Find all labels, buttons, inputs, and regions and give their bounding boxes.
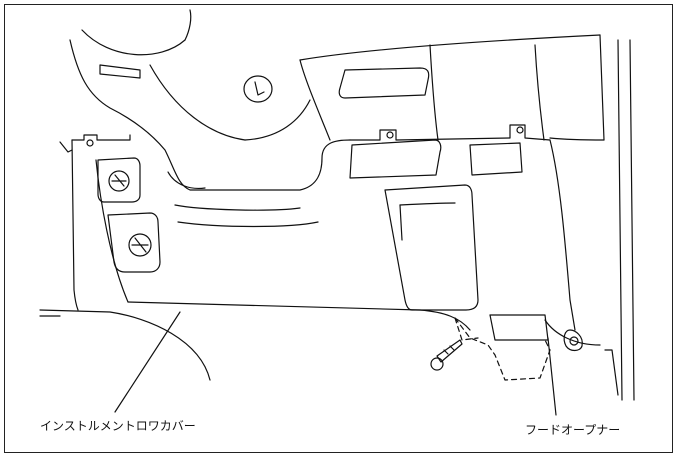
upper-dashboard (299, 34, 605, 141)
instrument-lower-cover (59, 124, 601, 346)
screw-fastener (430, 339, 463, 371)
fuse-box-lid (349, 139, 523, 311)
leader-line-instrument-cover (114, 311, 181, 413)
floor-outline (39, 309, 211, 381)
hood-opener-lever (454, 314, 583, 381)
leader-lines (114, 311, 557, 416)
ignition-switch-emblem (243, 75, 273, 103)
diagram-border (4, 4, 673, 453)
left-switch-panels (97, 157, 161, 273)
instrument-lower-cover-label: インストルメントロワカバー (40, 419, 196, 433)
hood-opener-label: フードオープナー (525, 423, 621, 437)
steering-column (69, 9, 351, 228)
door-edge (604, 39, 635, 401)
leader-line-hood-opener (547, 337, 557, 416)
